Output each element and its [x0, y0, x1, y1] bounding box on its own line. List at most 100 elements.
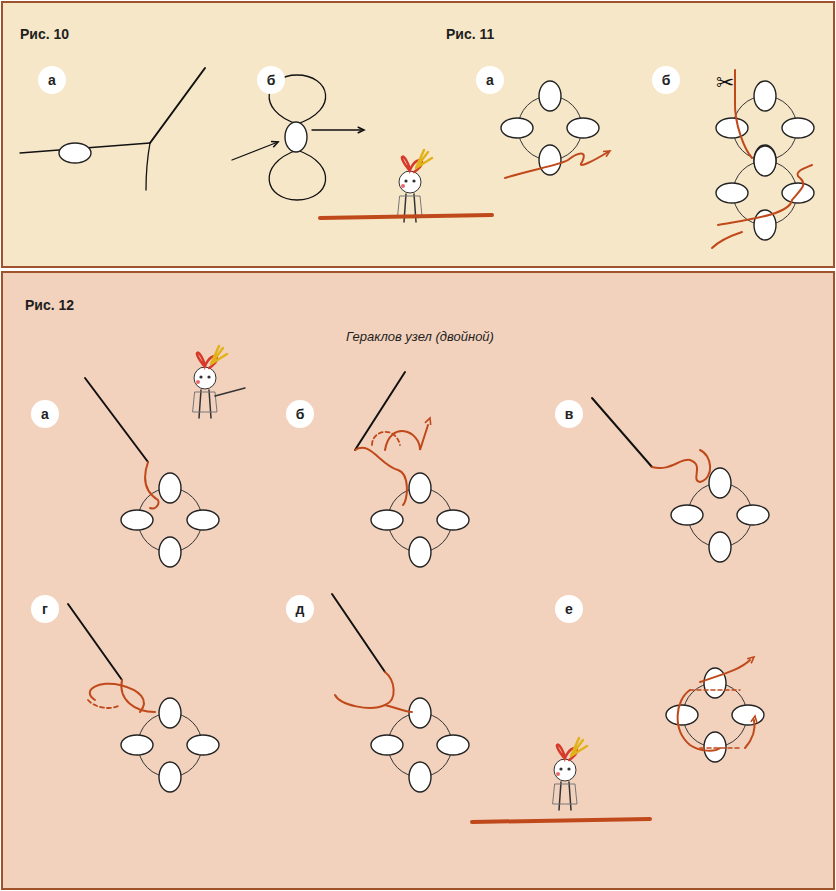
thread [121, 680, 155, 712]
doll-eye [567, 767, 570, 770]
needle [68, 604, 122, 680]
needle [332, 594, 385, 672]
thread [735, 70, 752, 158]
figure-letter: е [565, 602, 573, 616]
needle [150, 68, 205, 143]
bead [187, 510, 219, 530]
figure-number: Рис. 11 [446, 26, 494, 42]
doll-hair [211, 346, 227, 364]
bead [501, 118, 533, 138]
bead [539, 145, 561, 175]
needle [592, 398, 652, 467]
bead [187, 735, 219, 755]
thread [690, 690, 740, 748]
thread [355, 448, 407, 505]
doll-dress [398, 196, 422, 216]
bead [754, 81, 776, 111]
doll-cheek [196, 380, 200, 384]
figure-letter-circle: а [476, 66, 504, 94]
thread [652, 450, 710, 482]
bead [371, 735, 403, 755]
bead [716, 183, 748, 203]
arrow-head [271, 142, 278, 148]
figure-letter-circle: г [31, 595, 59, 623]
bead [159, 698, 181, 728]
thread [372, 432, 400, 445]
figure-letter: б [662, 73, 671, 87]
bead [709, 532, 731, 562]
bead [409, 762, 431, 792]
thread [88, 700, 118, 708]
thread [312, 129, 362, 130]
figure-letter: д [296, 602, 305, 616]
bead [737, 505, 769, 525]
scissors-icon: ✂ [716, 70, 734, 95]
bead [409, 698, 431, 728]
figure-number: Рис. 12 [25, 297, 74, 313]
bead [567, 118, 599, 138]
bottom-panel [2, 272, 834, 889]
thread [385, 705, 412, 712]
bead [159, 537, 181, 567]
bead [709, 468, 731, 498]
needle [85, 378, 148, 462]
thread [385, 425, 428, 450]
doll-arm [215, 388, 245, 396]
figure-letter: б [296, 407, 305, 421]
arrow-head [603, 151, 610, 157]
bead [704, 732, 726, 762]
needle [355, 372, 405, 450]
thread [678, 690, 720, 751]
doll-hair [416, 150, 432, 168]
doll-body [199, 390, 211, 418]
doll-dress [553, 784, 577, 804]
doll-head [554, 759, 576, 781]
bead [671, 505, 703, 525]
figure-letter: а [41, 407, 49, 421]
figure-letter-circle: в [555, 400, 583, 428]
figure-letter-circle: б [257, 66, 285, 94]
doll-body [559, 782, 571, 810]
figure-letter: б [267, 73, 276, 87]
bead [732, 705, 764, 725]
figure-letter: а [48, 73, 56, 87]
thread [505, 152, 608, 178]
bead [437, 510, 469, 530]
figure-letter-circle: а [31, 400, 59, 428]
bead [539, 81, 561, 111]
thread [146, 143, 150, 190]
arrow-head [425, 418, 431, 425]
bead [159, 473, 181, 503]
bead [754, 145, 776, 175]
figure-letter: в [565, 407, 574, 421]
doll-eye [412, 179, 415, 182]
figure-letter-circle: б [652, 66, 680, 94]
bead [285, 122, 307, 152]
figure-title: Гераклов узел (двойной) [346, 329, 494, 344]
arrow-head [358, 127, 364, 133]
figure-letter-circle: б [286, 400, 314, 428]
figure-number: Рис. 10 [20, 26, 69, 42]
arrow-head [747, 657, 754, 663]
rod [472, 819, 650, 822]
doll-cheek [401, 184, 405, 188]
bead [782, 118, 814, 138]
doll-eye [207, 375, 210, 378]
doll-cheek [556, 772, 560, 776]
thread [269, 150, 325, 200]
thread [90, 684, 144, 712]
bead [159, 762, 181, 792]
bead [409, 473, 431, 503]
arrow-head [751, 716, 757, 723]
doll-hair [571, 738, 587, 756]
bead [121, 735, 153, 755]
thread [145, 462, 158, 508]
rod [320, 215, 492, 218]
top-panel [2, 2, 834, 267]
bead [59, 143, 91, 163]
bead [409, 537, 431, 567]
figure-letter: г [42, 602, 48, 616]
